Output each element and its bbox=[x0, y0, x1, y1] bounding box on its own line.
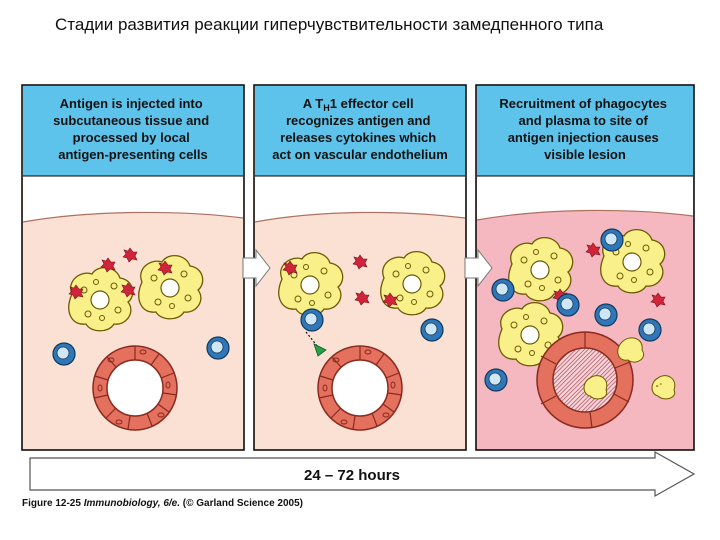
panel-2-header-line: act on vascular endothelium bbox=[272, 147, 448, 162]
blood-vessel bbox=[317, 345, 403, 431]
lymphocyte bbox=[420, 318, 444, 342]
cytokine-icon bbox=[313, 343, 327, 357]
lymphocyte bbox=[556, 293, 580, 317]
panel-1-header bbox=[23, 86, 243, 176]
figure-caption: Figure 12-25 Immunobiology, 6/e. (© Garl… bbox=[22, 498, 303, 509]
svg-text:Antigen is injected into: Antigen is injected into subcutaneous ti… bbox=[53, 96, 213, 162]
panel-1-header-line: antigen-presenting cells bbox=[58, 147, 208, 162]
slide-title: Стадии развития реакции гиперчувствитель… bbox=[55, 15, 604, 34]
th1-effector-cell bbox=[300, 308, 324, 332]
panel-1-header-line: subcutaneous tissue and bbox=[53, 113, 209, 128]
lymphocyte bbox=[52, 342, 76, 366]
timeline-label: 24 – 72 hours bbox=[304, 467, 400, 484]
lymphocyte bbox=[206, 336, 230, 360]
panel-1-header-line: processed by local bbox=[73, 130, 190, 145]
plasma-leak bbox=[583, 337, 676, 400]
panel-3-header bbox=[477, 86, 693, 176]
lymphocyte bbox=[594, 303, 618, 327]
svg-text:A TH1 effector cell reco: A TH1 effector cell recognizes antigen a… bbox=[272, 96, 448, 162]
panel-3-header-line: visible lesion bbox=[544, 147, 626, 162]
step-arrow bbox=[242, 248, 271, 288]
caption-book: Immunobiology, 6/e. bbox=[83, 498, 181, 509]
caption-figure-label: Figure 12-25 bbox=[22, 498, 81, 509]
panel-3-header-line: and plasma to site of bbox=[519, 113, 649, 128]
panel-2-header bbox=[255, 86, 465, 176]
lymphocyte bbox=[484, 368, 508, 392]
panel-2-header-line: releases cytokines which bbox=[280, 130, 436, 145]
panel-3: Recruitment of phagocytes and plasma to … bbox=[475, 84, 695, 451]
step-arrow bbox=[464, 248, 493, 288]
panel-2-header-rest: 1 effector cell bbox=[330, 96, 414, 111]
lymphocyte bbox=[491, 278, 515, 302]
lymphocyte bbox=[600, 228, 624, 252]
svg-text:∘°: ∘° bbox=[655, 382, 662, 390]
lymphocyte bbox=[638, 318, 662, 342]
panel-3-header-line: antigen injection causes bbox=[508, 130, 659, 145]
panel-2: A TH1 effector cell recognizes antigen a… bbox=[253, 84, 467, 451]
svg-text:Recruitment of phagocytes: Recruitment of phagocytes and plasma to … bbox=[499, 96, 670, 162]
panel-2-header-line: A T bbox=[303, 96, 324, 111]
panel-1-header-line: Antigen is injected into bbox=[60, 96, 203, 111]
panel-2-header-sub: H bbox=[323, 103, 330, 113]
timeline-arrow bbox=[29, 450, 696, 498]
caption-credit: (© Garland Science 2005) bbox=[182, 498, 303, 509]
panel-1: Antigen is injected into subcutaneous ti… bbox=[21, 84, 245, 451]
panel-2-header-line: recognizes antigen and bbox=[286, 113, 431, 128]
panel-3-header-line: Recruitment of phagocytes bbox=[499, 96, 667, 111]
blood-vessel bbox=[92, 345, 178, 431]
